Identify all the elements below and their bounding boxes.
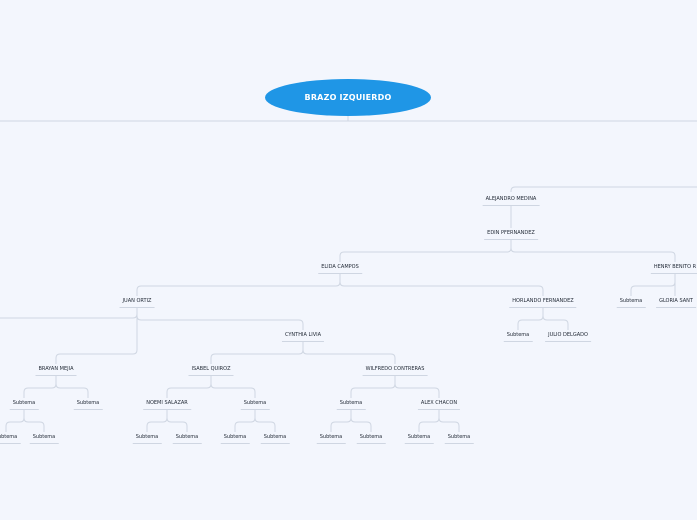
node-cynthia[interactable]: CYNTHIA LIVIA — [281, 332, 325, 342]
connector-cynthia-to-wilfredo — [302, 342, 396, 364]
node-sub-b1b[interactable]: Subtema — [29, 434, 59, 444]
connector-cynthia-to-isabel — [210, 342, 304, 364]
connector-alex-to-sub-a2 — [438, 410, 460, 432]
connector-brayan-to-sub-b2 — [55, 376, 89, 398]
node-sub-n2[interactable]: Subtema — [172, 434, 202, 444]
connector-isabel-to-sub-i2 — [210, 376, 256, 398]
connector-alex-to-sub-a1 — [418, 410, 440, 432]
connector-noemi-to-sub-n2 — [166, 410, 188, 432]
node-sub-i2a[interactable]: Subtema — [220, 434, 250, 444]
node-sub-i2b[interactable]: Subtema — [260, 434, 290, 444]
node-sub-h1[interactable]: Subtema — [503, 332, 533, 342]
connector-sub-b1-to-sub-b1a — [5, 410, 25, 432]
connector-wilfredo-to-sub-w1 — [350, 376, 396, 398]
node-sub-w1b[interactable]: Subtema — [356, 434, 386, 444]
node-sub-w1a[interactable]: Subtema — [316, 434, 346, 444]
connector-wilfredo-to-alex — [394, 376, 440, 398]
node-wilfredo[interactable]: WILFREDO CONTRERAS — [362, 366, 428, 376]
node-juan[interactable]: JUAN ORTIZ — [119, 298, 155, 308]
node-alejandro[interactable]: ALEJANDRO MEDINA — [482, 196, 540, 206]
node-henry[interactable]: HENRY BENITO R — [650, 264, 697, 274]
node-sub-a1[interactable]: Subtema — [404, 434, 434, 444]
node-brayan[interactable]: BRAYAN MEJIA — [35, 366, 77, 376]
connector-brayan-to-sub-b1 — [23, 376, 57, 398]
connector-sub-w1-to-sub-w1b — [350, 410, 372, 432]
connector-alejandro — [510, 186, 697, 192]
node-gloria[interactable]: GLORIA SANT — [656, 298, 696, 308]
node-sub-b1[interactable]: Subtema — [9, 400, 39, 410]
root-node[interactable]: BRAZO IZQUIERDO — [265, 79, 431, 116]
node-isabel[interactable]: ISABEL QUIROZ — [188, 366, 234, 376]
connector-horlando-to-sub-h1 — [517, 308, 544, 330]
connector-elida-to-horlando — [339, 274, 544, 296]
node-sub-a2[interactable]: Subtema — [444, 434, 474, 444]
connector-sub-w1-to-sub-w1a — [330, 410, 352, 432]
connector-sub-i2-to-sub-i2b — [254, 410, 276, 432]
connector-noemi-to-sub-n1 — [146, 410, 168, 432]
connector-isabel-to-noemi — [166, 376, 212, 398]
connector-juan-to-brayan — [55, 308, 138, 364]
node-sub-henry[interactable]: Subtema — [616, 298, 646, 308]
connector-edin-to-henry — [510, 240, 676, 262]
connector-elida-to-juan — [136, 274, 341, 296]
connector-edin-to-elida — [339, 240, 512, 262]
connector-horlando-to-julio — [542, 308, 569, 330]
connector-juan-to-cynthia — [136, 308, 304, 330]
connector-henry-to-sub-henry — [630, 274, 676, 296]
connector-juan-offscreen — [0, 308, 138, 319]
node-sub-b2[interactable]: Subtema — [73, 400, 103, 410]
node-noemi[interactable]: NOEMI SALAZAR — [143, 400, 191, 410]
node-sub-w1[interactable]: Subtema — [336, 400, 366, 410]
node-sub-b1a[interactable]: Subtema — [0, 434, 21, 444]
root-label: BRAZO IZQUIERDO — [304, 93, 392, 102]
node-alex[interactable]: ALEX CHACON — [417, 400, 461, 410]
node-horlando[interactable]: HORLANDO FERNANDEZ — [509, 298, 577, 308]
node-julio[interactable]: JULIO DELGADO — [545, 332, 591, 342]
node-sub-n1[interactable]: Subtema — [132, 434, 162, 444]
connector-sub-i2-to-sub-i2a — [234, 410, 256, 432]
node-elida[interactable]: ELIDA CAMPOS — [318, 264, 362, 274]
node-edin[interactable]: EDIN PFERNANDEZ — [484, 230, 538, 240]
node-sub-i2[interactable]: Subtema — [240, 400, 270, 410]
connector-sub-b1-to-sub-b1b — [23, 410, 45, 432]
